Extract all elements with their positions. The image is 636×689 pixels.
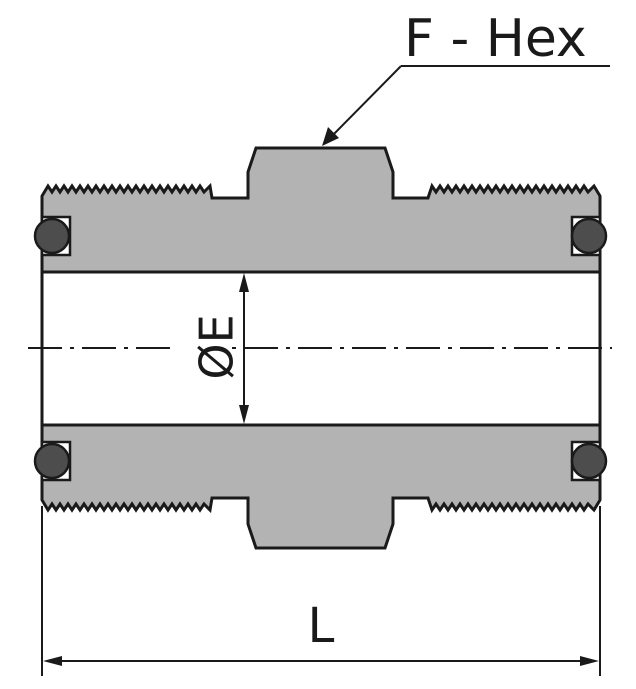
lower-body-section <box>40 423 602 550</box>
upper-right-oring <box>570 217 608 255</box>
upper-body-section <box>40 146 602 274</box>
bore-dimension-arrow <box>239 273 249 424</box>
lower-left-oring <box>33 442 71 480</box>
length-extension-lines <box>41 506 601 676</box>
length-label: L <box>308 598 335 654</box>
bore-label-background <box>176 305 228 389</box>
lower-right-oring <box>570 442 608 480</box>
bore-diameter-label: ØE <box>190 314 244 379</box>
hex-callout-label: F - Hex <box>404 9 587 69</box>
length-dimension-arrow <box>43 656 599 666</box>
upper-left-oring <box>33 217 71 255</box>
hex-callout-leader <box>322 65 610 146</box>
